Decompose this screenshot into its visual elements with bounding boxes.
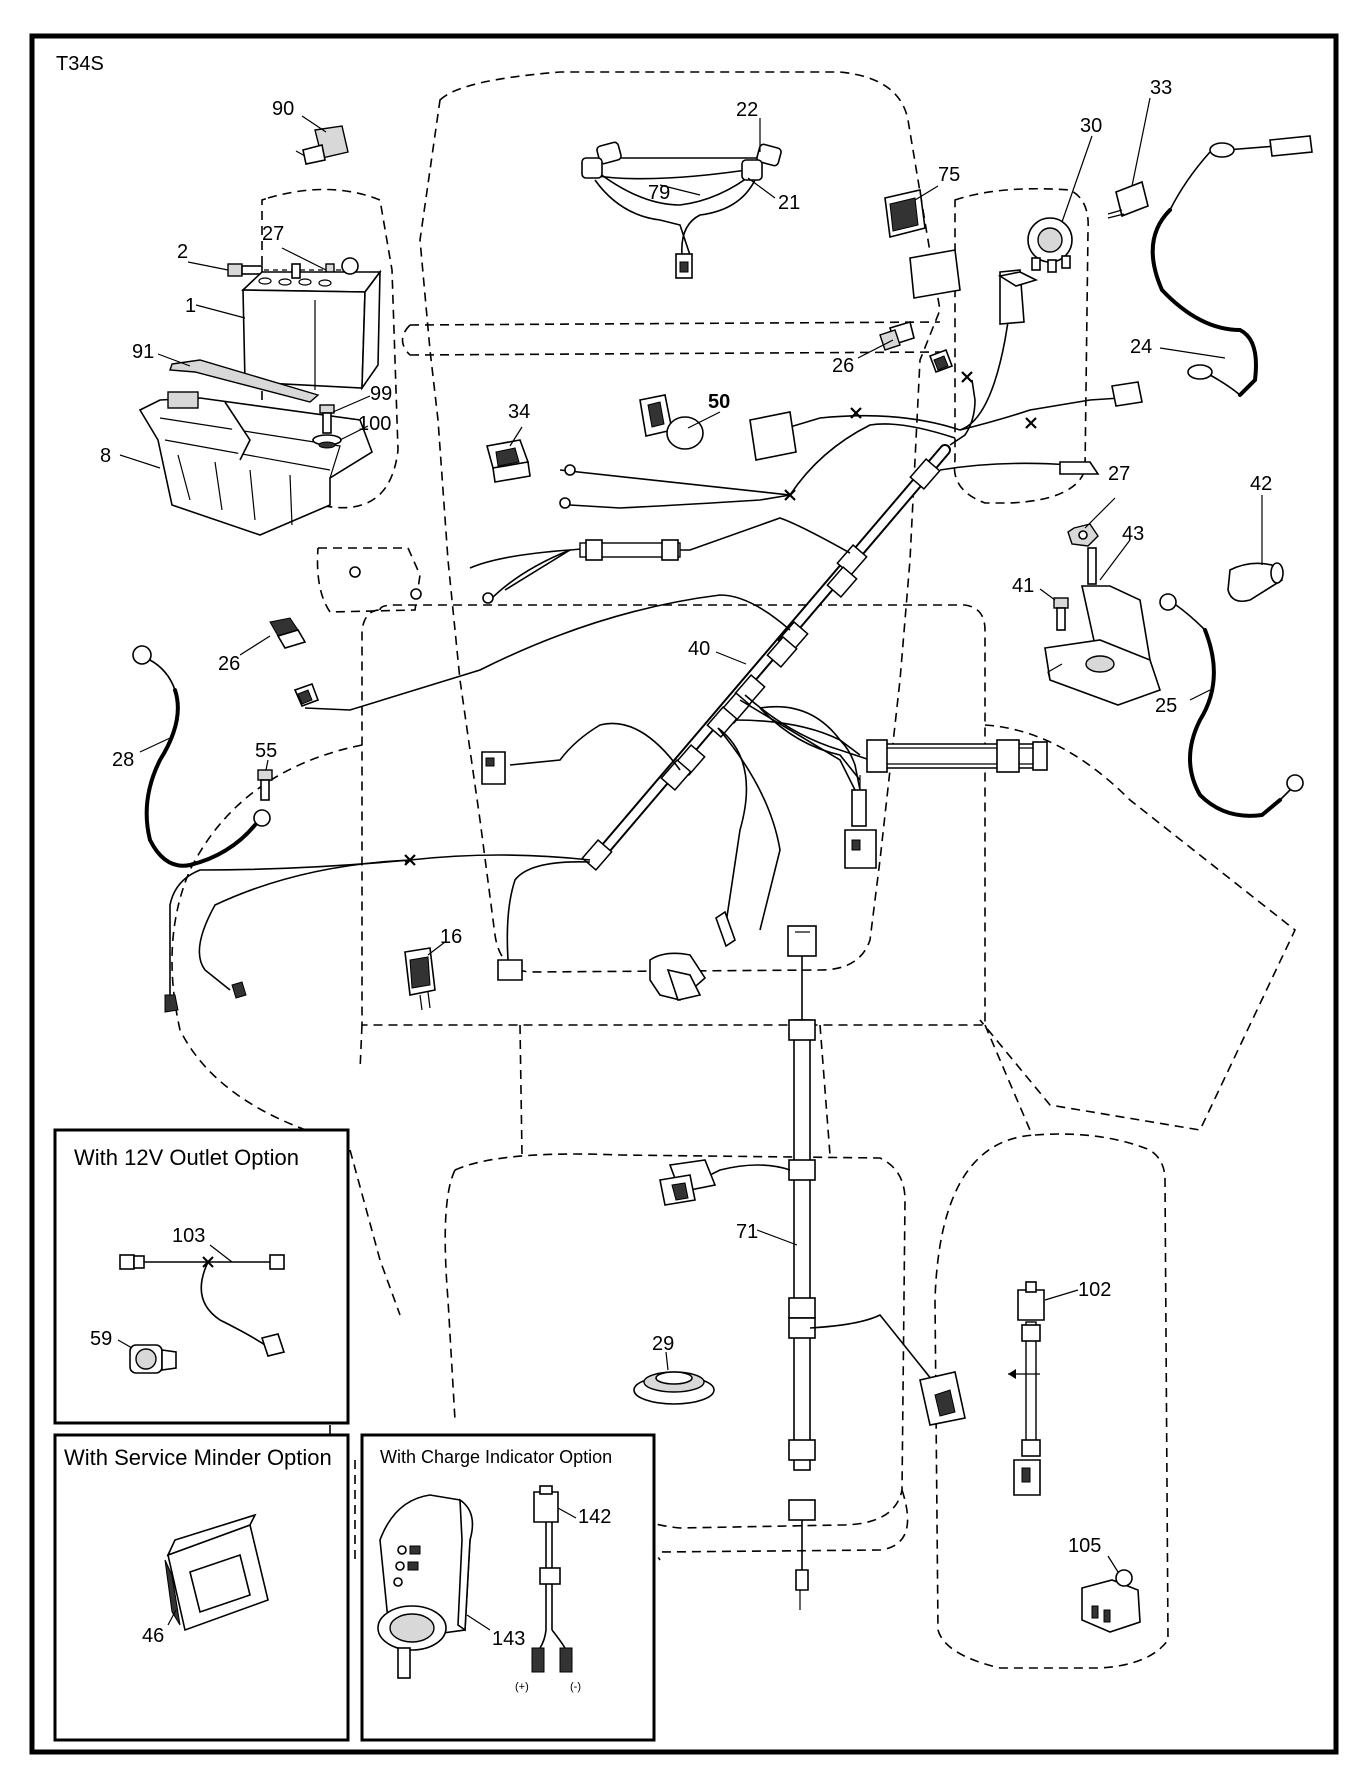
main-harness-40 <box>169 309 1121 1000</box>
part-24-battery-cable <box>1150 135 1313 397</box>
label-143: 143 <box>492 1628 525 1650</box>
label-33: 33 <box>1150 77 1172 99</box>
label-79: 79 <box>648 182 670 204</box>
part-105-solenoid <box>1081 1569 1141 1633</box>
part-99-100-bolt <box>312 404 342 449</box>
outer-frame <box>29 33 1339 1755</box>
label-27b: 27 <box>1108 463 1130 485</box>
label-46: 46 <box>142 1625 164 1647</box>
label-22: 22 <box>736 99 758 121</box>
part-number-labels: 90 2 27 1 91 99 100 8 22 79 21 75 30 33 … <box>90 77 1272 1650</box>
label-43: 43 <box>1122 523 1144 545</box>
charge-minus-label: (-) <box>570 1681 581 1693</box>
inset-12v-outlet: With 12V Outlet Option <box>53 1128 350 1425</box>
label-24: 24 <box>1130 336 1152 358</box>
label-42: 42 <box>1250 473 1272 495</box>
part-34-switch <box>485 439 531 483</box>
part-43-solenoid <box>1044 523 1162 706</box>
part-26-fuse-lower <box>269 617 307 649</box>
ring-terminals <box>349 461 1100 604</box>
part-30-ignition <box>1027 217 1073 273</box>
label-50: 50 <box>708 391 730 413</box>
part-91-strap <box>169 359 320 403</box>
label-91: 91 <box>132 341 154 363</box>
inset-12v-title: With 12V Outlet Option <box>74 1145 299 1170</box>
part-90-connector <box>295 125 349 165</box>
part-battery-bolts <box>227 263 350 279</box>
label-105: 105 <box>1068 1535 1101 1557</box>
diagram-code: T34S <box>56 53 104 75</box>
part-50-switch <box>639 394 704 450</box>
label-21: 21 <box>778 192 800 214</box>
part-8-battery-tray <box>138 391 373 536</box>
label-27a: 27 <box>262 223 284 245</box>
label-1: 1 <box>185 295 196 317</box>
part-21-22-headlights <box>581 141 782 279</box>
label-103: 103 <box>172 1225 205 1247</box>
part-55-bolt <box>257 769 273 801</box>
part-75-switch <box>884 189 926 239</box>
part-1-battery <box>241 257 382 391</box>
part-connector-right-branch <box>844 775 877 869</box>
part-41-bolt <box>1053 597 1069 631</box>
part-connector-near-26 <box>928 348 954 374</box>
label-71: 71 <box>736 1221 758 1243</box>
charge-plus-label: (+) <box>515 1681 529 1693</box>
label-2: 2 <box>177 241 188 263</box>
part-square-connectors <box>749 249 1143 461</box>
inset-service-minder: With Service Minder Option <box>53 1433 350 1742</box>
part-clip-left <box>293 682 320 708</box>
part-25-cable <box>1159 593 1304 818</box>
label-16: 16 <box>440 926 462 948</box>
label-100: 100 <box>358 413 391 435</box>
label-30: 30 <box>1080 115 1102 137</box>
inset-minder-title: With Service Minder Option <box>64 1445 332 1470</box>
part-28-ground-cable <box>132 645 271 868</box>
label-55: 55 <box>255 740 277 762</box>
label-28: 28 <box>112 749 134 771</box>
inset-charge-indicator: With Charge Indicator Option (+) (-) <box>360 1433 656 1742</box>
label-102: 102 <box>1078 1279 1111 1301</box>
label-75: 75 <box>938 164 960 186</box>
label-59: 59 <box>90 1328 112 1350</box>
label-26a: 26 <box>832 355 854 377</box>
part-102-harness <box>1008 1281 1045 1496</box>
label-41: 41 <box>1012 575 1034 597</box>
label-26b: 26 <box>218 653 240 675</box>
label-99: 99 <box>370 383 392 405</box>
label-142: 142 <box>578 1506 611 1528</box>
label-29: 29 <box>652 1333 674 1355</box>
part-connector-center-left <box>481 751 506 785</box>
label-25: 25 <box>1155 695 1177 717</box>
label-40: 40 <box>688 638 710 660</box>
label-8: 8 <box>100 445 111 467</box>
inset-charge-title: With Charge Indicator Option <box>380 1447 612 1467</box>
label-34: 34 <box>508 401 530 423</box>
part-33-module <box>1107 180 1149 219</box>
part-71-harness <box>659 925 966 1610</box>
part-29-grommet <box>633 1371 715 1405</box>
part-26-fuse-upper <box>879 320 915 351</box>
part-terminals-lower <box>164 910 736 1013</box>
part-42-boot <box>1227 562 1284 603</box>
part-16-relay <box>404 947 436 1011</box>
label-90: 90 <box>272 98 294 120</box>
leader-lines <box>117 97 1263 1631</box>
